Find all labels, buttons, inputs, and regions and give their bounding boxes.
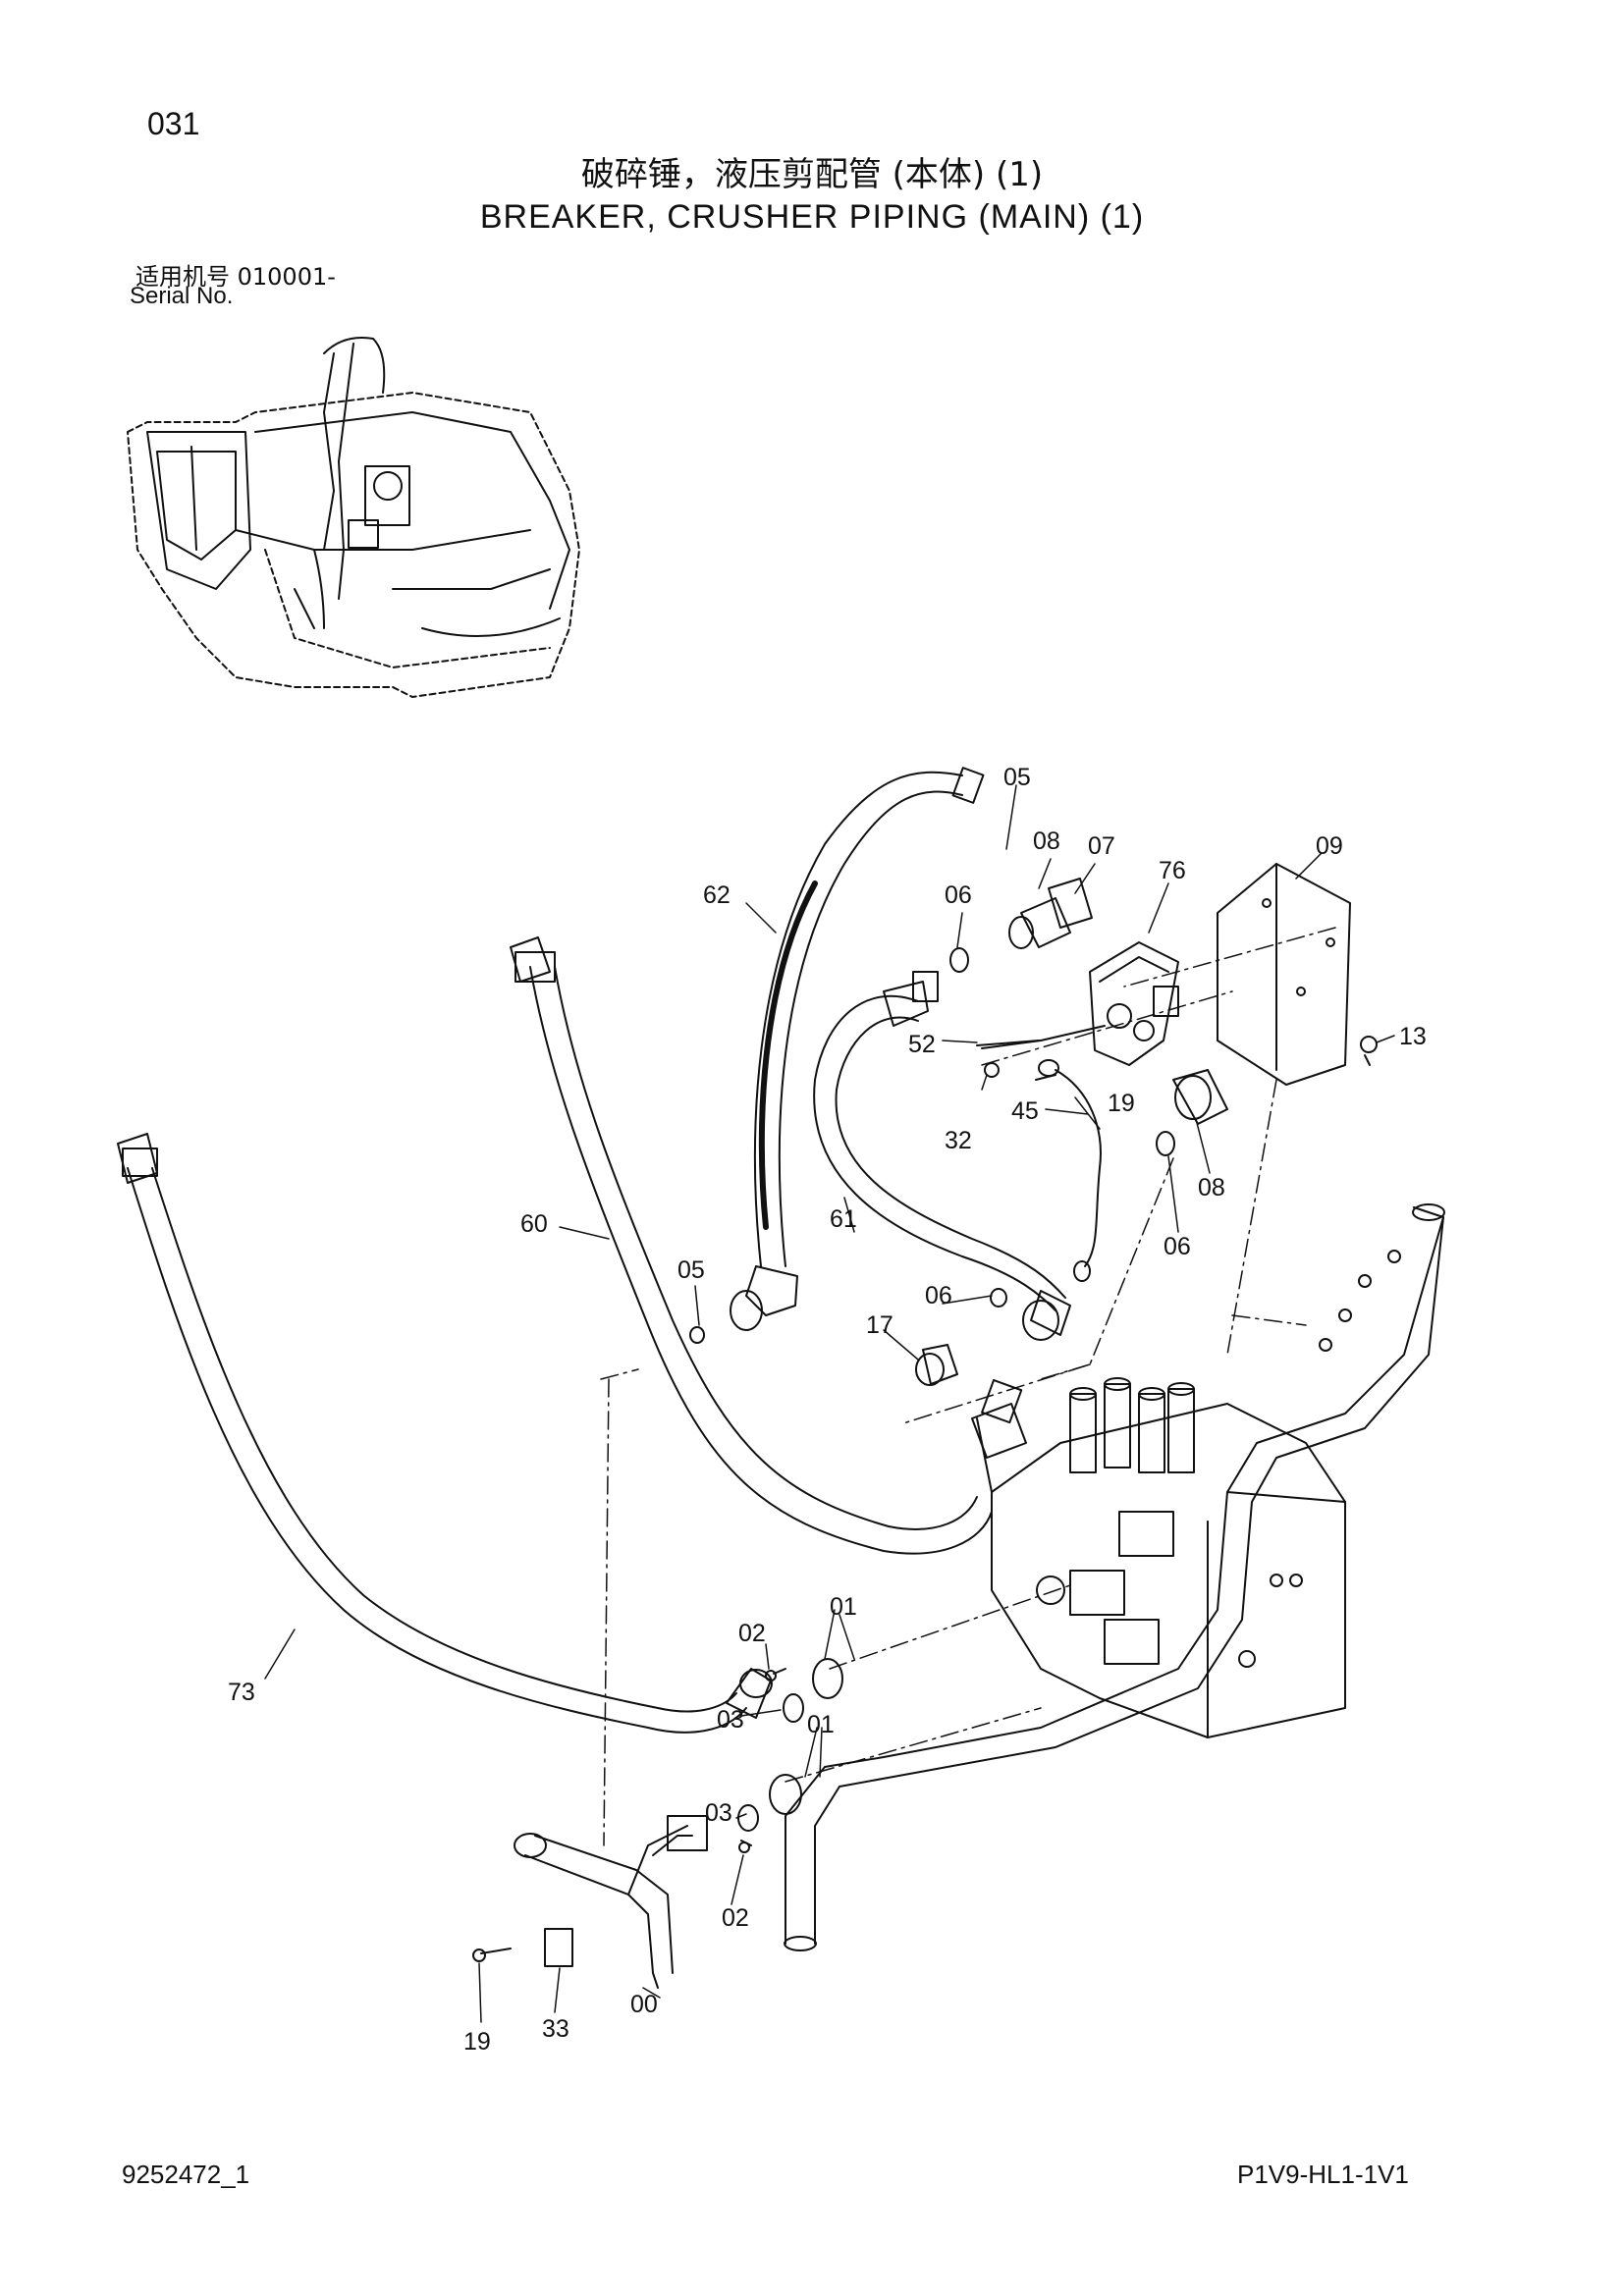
machine-overview-sketch xyxy=(127,337,580,698)
callout-61: 61 xyxy=(830,1205,857,1233)
hose-61 xyxy=(813,971,1071,1341)
callout-09: 09 xyxy=(1316,832,1343,860)
document-number: 9252472_1 xyxy=(122,2160,250,2189)
leader-lines xyxy=(264,784,1395,2023)
callout-08: 08 xyxy=(1033,828,1060,855)
callout-32: 32 xyxy=(945,1127,972,1154)
callout-13: 13 xyxy=(1399,1023,1427,1050)
callout-06: 06 xyxy=(945,881,972,909)
pipe-assembly xyxy=(784,1203,1445,1951)
callout-labels: 05 08 07 76 09 62 06 52 13 19 32 45 08 0… xyxy=(228,764,1427,2056)
callout-60: 60 xyxy=(520,1210,548,1238)
pipe-00 xyxy=(514,1815,708,1989)
hose-45 xyxy=(1038,1059,1102,1282)
callout-45: 45 xyxy=(1011,1097,1039,1125)
document-code: P1V9-HL1-1V1 xyxy=(1237,2160,1409,2189)
callout-00: 00 xyxy=(630,1991,658,2018)
page-number: 031 xyxy=(147,106,200,141)
bracket-09 xyxy=(1217,863,1351,1086)
callout-05: 05 xyxy=(1003,764,1031,791)
callout-19-lower: 19 xyxy=(463,2028,491,2056)
fittings-07-08 xyxy=(949,878,1093,973)
adapter-08-lower xyxy=(1172,1069,1228,1125)
callout-19: 19 xyxy=(1108,1090,1135,1117)
hose-60 xyxy=(510,936,1027,1555)
callout-73: 73 xyxy=(228,1679,255,1706)
callout-02-lower: 02 xyxy=(722,1904,749,1932)
hose-73 xyxy=(117,1133,773,1734)
clamps-01-and-orings xyxy=(472,1658,843,1962)
callout-03-upper: 03 xyxy=(717,1706,744,1734)
callout-03-lower: 03 xyxy=(705,1799,732,1827)
title-chinese: 破碎锤，液压剪配管 (本体) (1) xyxy=(580,155,1044,194)
valve-assembly-76 xyxy=(981,941,1179,1066)
callout-05-lower: 05 xyxy=(677,1256,705,1284)
small-parts xyxy=(689,1036,1378,1386)
callout-06-right: 06 xyxy=(1164,1233,1191,1260)
assembly-centre-lines xyxy=(600,927,1336,1846)
control-valve-block xyxy=(991,1377,1346,1738)
callout-01-upper: 01 xyxy=(830,1593,857,1621)
callout-76: 76 xyxy=(1159,857,1186,884)
hose-62 xyxy=(730,767,985,1331)
serial-label-english: Serial No. xyxy=(130,283,234,309)
callout-17: 17 xyxy=(866,1311,893,1339)
callout-02-upper: 02 xyxy=(738,1620,766,1647)
callout-07: 07 xyxy=(1088,832,1115,860)
callout-01-lower: 01 xyxy=(807,1711,835,1738)
title-english: BREAKER, CRUSHER PIPING (MAIN) (1) xyxy=(479,198,1145,236)
callout-08-lower: 08 xyxy=(1198,1174,1225,1201)
callout-62: 62 xyxy=(703,881,731,909)
callout-06-middle: 06 xyxy=(925,1282,952,1309)
callout-52: 52 xyxy=(908,1031,936,1058)
callout-33: 33 xyxy=(542,2015,569,2043)
serial-label-chinese: 适用机号 010001- xyxy=(135,263,336,291)
